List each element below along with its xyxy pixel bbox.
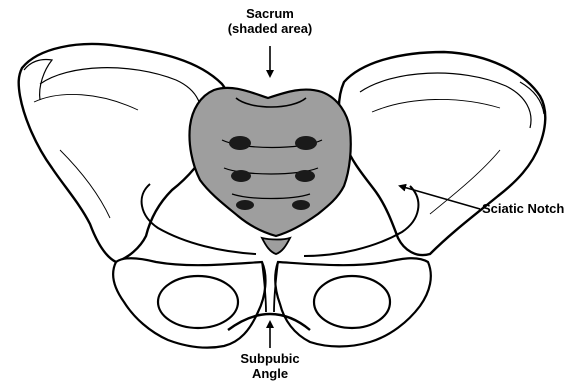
sacrum-label: Sacrum (shaded area) <box>200 6 340 36</box>
ilium-right-icon <box>339 52 545 255</box>
obturator-foramen-left-icon <box>158 276 238 328</box>
subpubic-angle-label-line-2: Angle <box>200 366 340 381</box>
obturator-foramen-right-icon <box>314 276 390 328</box>
sciatic-notch-label: Sciatic Notch <box>482 201 564 216</box>
sacrum-label-line-1: Sacrum <box>200 6 340 21</box>
subpubic-angle-label: Subpubic Angle <box>200 351 340 381</box>
coccyx-icon <box>262 238 290 254</box>
subpubic-angle-label-line-1: Subpubic <box>200 351 340 366</box>
sacrum-label-line-2: (shaded area) <box>200 21 340 36</box>
sacrum-icon <box>189 88 350 236</box>
